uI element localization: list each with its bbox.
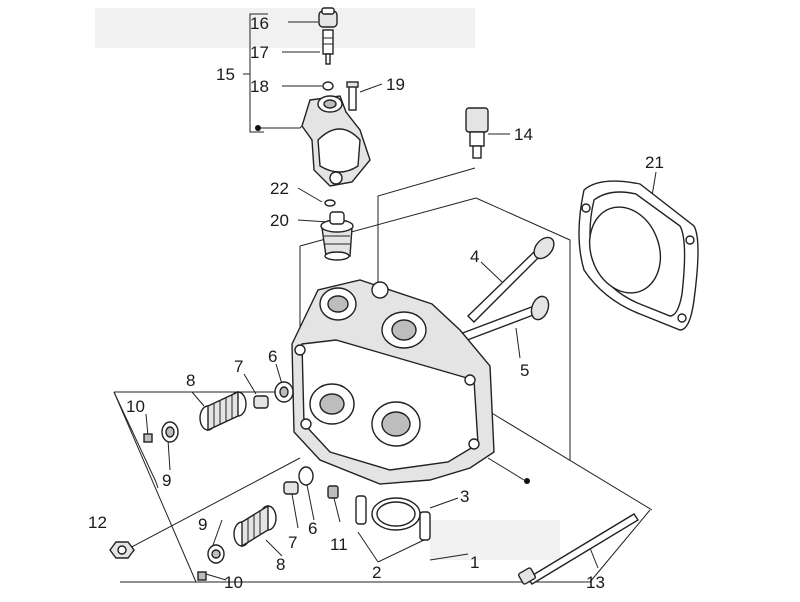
callout-8-upper: 8 xyxy=(186,371,195,390)
callout-17: 17 xyxy=(250,43,269,62)
callout-12: 12 xyxy=(88,513,107,532)
callout-5-right: 5 xyxy=(520,361,529,380)
thermostat-housing xyxy=(301,95,371,187)
screw-19 xyxy=(346,81,359,111)
washer-18 xyxy=(322,81,334,91)
valve-4 xyxy=(467,236,555,323)
callout-8-lower: 8 xyxy=(276,555,285,574)
callout-6-lower: 6 xyxy=(308,519,317,538)
valve-train-upper xyxy=(143,381,294,443)
sensor-14 xyxy=(465,107,489,159)
oring-22 xyxy=(324,199,336,207)
valve-5 xyxy=(459,295,550,343)
callout-9-lower: 9 xyxy=(198,515,207,534)
watermark xyxy=(95,8,560,560)
callout-6-upper: 6 xyxy=(268,347,277,366)
dowel-2b xyxy=(419,511,431,541)
callout-9-upper: 9 xyxy=(162,471,171,490)
callout-1: 1 xyxy=(470,553,479,572)
callout-14: 14 xyxy=(514,125,533,144)
thermostat-20 xyxy=(320,211,354,261)
callout-10-lower: 10 xyxy=(224,573,243,592)
valve-train-lower xyxy=(197,466,314,581)
callout-13: 13 xyxy=(586,573,605,592)
callout-20: 20 xyxy=(270,211,289,230)
callout-7-upper: 7 xyxy=(234,357,243,376)
nut-12 xyxy=(109,541,135,559)
callout-18: 18 xyxy=(250,77,269,96)
head-gasket-21 xyxy=(578,180,699,331)
cylinder-head-1 xyxy=(291,279,495,485)
callout-16: 16 xyxy=(250,14,269,33)
dowel-2a xyxy=(355,495,367,525)
part-11 xyxy=(327,485,339,499)
callout-19: 19 xyxy=(386,75,405,94)
callout-21: 21 xyxy=(645,153,664,172)
callout-2: 2 xyxy=(372,563,381,582)
callout-4: 4 xyxy=(470,247,479,266)
callout-22: 22 xyxy=(270,179,289,198)
callout-7-lower: 7 xyxy=(288,533,297,552)
callout-3: 3 xyxy=(460,487,469,506)
oring-3-inner xyxy=(376,501,416,527)
callout-labels: 16 17 15 18 19 14 21 22 20 4 5 6 7 8 10 … xyxy=(88,14,664,592)
bolt-13 xyxy=(517,513,639,585)
callout-10-upper: 10 xyxy=(126,397,145,416)
callout-11: 11 xyxy=(330,535,348,554)
bleeder-screw-17 xyxy=(322,29,334,65)
cap-16 xyxy=(318,7,338,28)
callout-15: 15 xyxy=(216,65,235,84)
